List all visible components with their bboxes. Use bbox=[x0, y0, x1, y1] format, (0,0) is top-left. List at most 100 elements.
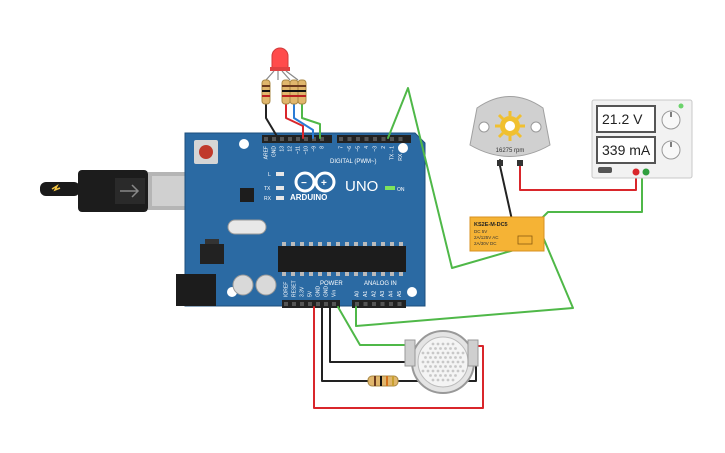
sensor-dot bbox=[424, 365, 427, 368]
tx-label: TX bbox=[264, 186, 271, 192]
negative-terminal[interactable] bbox=[642, 168, 650, 176]
wire-relay-signal bbox=[387, 87, 529, 269]
regulator-tab bbox=[205, 239, 219, 244]
digital-pin[interactable] bbox=[288, 137, 292, 141]
digital-pin-label: RX←0 bbox=[398, 146, 404, 161]
capacitor bbox=[232, 274, 254, 296]
voltage-knob[interactable] bbox=[661, 110, 681, 130]
chip-pin bbox=[399, 272, 403, 276]
chip-pin bbox=[336, 242, 340, 246]
digital-pin-label: ~5 bbox=[355, 146, 361, 152]
rgb-led[interactable] bbox=[265, 47, 299, 81]
sensor-dot bbox=[426, 360, 430, 364]
digital-pin-label: ~6 bbox=[347, 146, 353, 152]
power-pin-label: GND bbox=[315, 286, 321, 298]
sensor-dot bbox=[461, 369, 465, 373]
analog-pin[interactable] bbox=[397, 302, 402, 306]
sensor-dot bbox=[434, 365, 437, 368]
wire-led-red bbox=[285, 103, 304, 139]
sensor-dot bbox=[454, 365, 457, 368]
digital-pin[interactable] bbox=[398, 137, 403, 141]
dc-motor[interactable]: 16275 rpm bbox=[469, 96, 551, 167]
digital-pin[interactable] bbox=[296, 137, 300, 141]
digital-pin[interactable] bbox=[347, 137, 352, 141]
on-label: ON bbox=[397, 187, 405, 193]
digital-pwm-label: DIGITAL (PWM~) bbox=[330, 159, 377, 165]
digital-pin-label: ~11 bbox=[295, 146, 301, 154]
sensor-dot bbox=[456, 369, 460, 373]
l-led bbox=[276, 172, 284, 176]
sensor-dot bbox=[421, 369, 425, 373]
sensor-dot bbox=[451, 360, 455, 364]
voltage-regulator bbox=[200, 244, 224, 264]
motor-screw bbox=[478, 121, 490, 133]
digital-pin[interactable] bbox=[264, 137, 268, 141]
chip-pin bbox=[372, 272, 376, 276]
analog-pin[interactable] bbox=[363, 302, 368, 306]
reset-button-cap[interactable] bbox=[199, 145, 213, 159]
digital-pin[interactable] bbox=[312, 137, 316, 141]
sensor-dot bbox=[461, 351, 465, 355]
sensor-dot bbox=[449, 356, 452, 359]
digital-pin[interactable] bbox=[390, 137, 394, 141]
analog-in-label: ANALOG IN bbox=[364, 281, 397, 287]
digital-pin[interactable] bbox=[381, 137, 386, 141]
power-pin[interactable] bbox=[324, 302, 328, 306]
analog-pin[interactable] bbox=[389, 302, 393, 306]
usb-cable[interactable] bbox=[40, 170, 200, 212]
sensor-dot bbox=[439, 374, 442, 377]
sensor-dot bbox=[446, 351, 450, 355]
sensor-dot bbox=[444, 347, 447, 350]
power-pin[interactable] bbox=[316, 302, 320, 306]
digital-pin[interactable] bbox=[356, 137, 360, 141]
sensor-dot bbox=[441, 360, 445, 364]
power-pin[interactable] bbox=[332, 302, 336, 306]
sensor-dot bbox=[441, 378, 445, 382]
digital-pin-label: 7 bbox=[338, 146, 344, 149]
digital-pin[interactable] bbox=[272, 137, 276, 141]
digital-pin[interactable] bbox=[304, 137, 308, 141]
power-pin[interactable] bbox=[292, 302, 296, 306]
analog-pin[interactable] bbox=[355, 302, 359, 306]
power-led bbox=[678, 103, 684, 109]
power-pin-label: RESET bbox=[291, 280, 297, 297]
atmega-chip bbox=[278, 246, 406, 272]
power-pin[interactable] bbox=[284, 302, 288, 306]
digital-pin[interactable] bbox=[339, 137, 343, 141]
sensor-dot bbox=[446, 378, 450, 382]
power-label: POWER bbox=[320, 281, 343, 287]
sensor-dot bbox=[436, 351, 440, 355]
sensor-dot bbox=[436, 360, 440, 364]
sensor-dot bbox=[441, 369, 445, 373]
led-resistors[interactable] bbox=[261, 79, 307, 105]
power-pin-label: GND bbox=[323, 286, 329, 298]
current-knob[interactable] bbox=[661, 140, 681, 160]
chip-pin bbox=[390, 272, 394, 276]
motor-gear-icon bbox=[495, 111, 525, 141]
voltage-readout: 21.2 V bbox=[602, 111, 643, 127]
arduino-uno-board[interactable]: − + ARDUINO UNO ON L TX RX DIGITAL (PWM~… bbox=[176, 132, 426, 308]
analog-pin[interactable] bbox=[380, 302, 385, 306]
analog-pin[interactable] bbox=[372, 302, 376, 306]
mounting-hole bbox=[398, 143, 408, 153]
force-sensor[interactable] bbox=[404, 330, 479, 394]
power-switch[interactable] bbox=[598, 167, 612, 173]
digital-pin[interactable] bbox=[373, 137, 377, 141]
positive-terminal[interactable] bbox=[632, 168, 640, 176]
digital-pin[interactable] bbox=[320, 137, 324, 141]
power-supply[interactable]: 21.2 V 339 mA bbox=[591, 99, 693, 179]
relay[interactable]: KS2E-M-DC5 DC 5V 2A/125V AC 2A/30V DC bbox=[469, 216, 545, 252]
power-jack[interactable] bbox=[176, 274, 216, 306]
sensor-dot bbox=[429, 347, 432, 350]
relay-model: KS2E-M-DC5 bbox=[474, 222, 508, 228]
digital-pin[interactable] bbox=[364, 137, 369, 141]
digital-pin[interactable] bbox=[280, 137, 284, 141]
crystal bbox=[227, 219, 267, 235]
power-pin[interactable] bbox=[300, 302, 304, 306]
sensor-resistor[interactable] bbox=[367, 375, 399, 387]
sensor-dot bbox=[429, 374, 432, 377]
power-pin[interactable] bbox=[308, 302, 312, 306]
chip-pin bbox=[309, 242, 313, 246]
wire-5v-red bbox=[313, 306, 484, 409]
